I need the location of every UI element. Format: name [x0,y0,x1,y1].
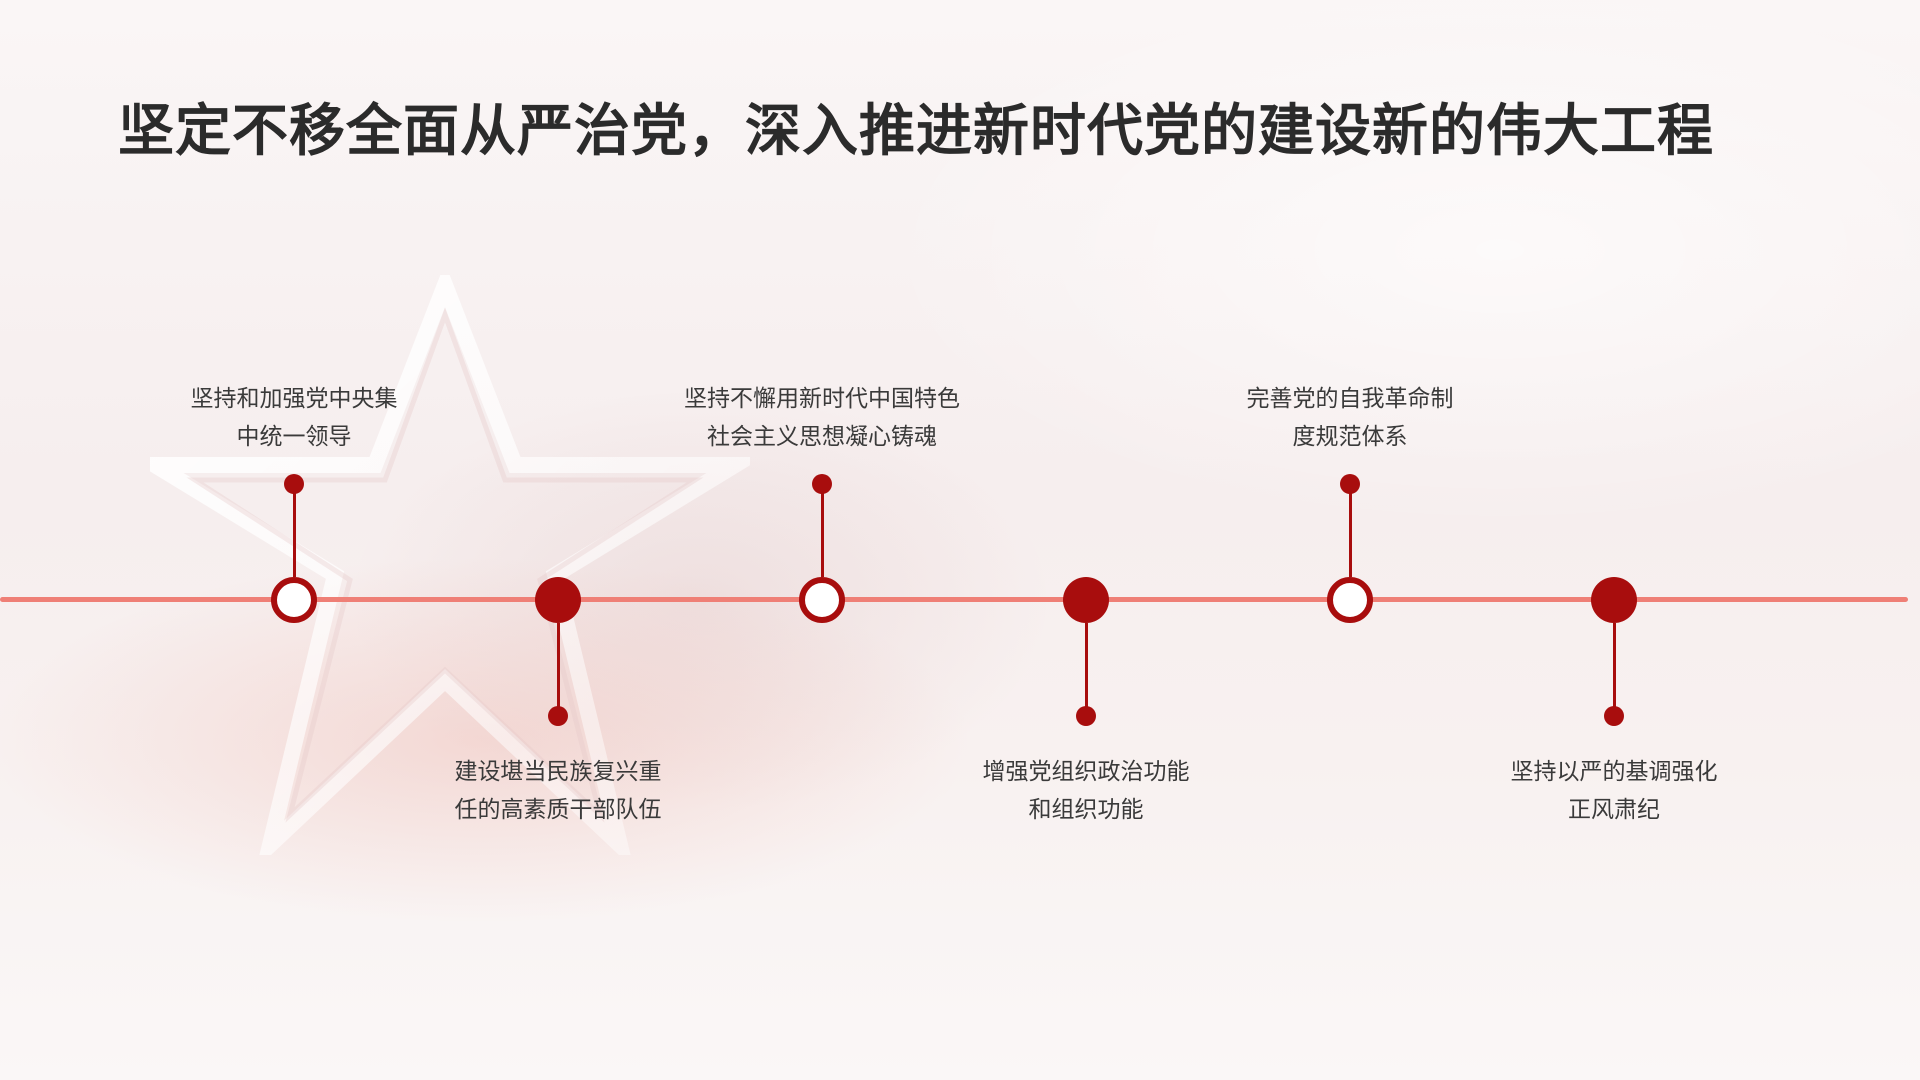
timeline-endpoint-6 [1604,706,1624,726]
timeline-label-line-2: 社会主义思想凝心铸魂 [707,424,937,450]
timeline-node-5 [1327,577,1373,623]
timeline-node-3 [799,577,845,623]
timeline-label-6: 坚持以严的基调强化正风肃纪 [1454,753,1774,829]
timeline-label-line-2: 正风肃纪 [1568,797,1660,823]
timeline-label-line-1: 坚持不懈用新时代中国特色 [684,386,960,412]
timeline-connector-1 [292,484,296,577]
timeline-node-6 [1591,577,1637,623]
timeline-connector-4 [1084,623,1088,716]
timeline-connector-2 [556,623,560,716]
timeline-node-4 [1063,577,1109,623]
timeline-connector-6 [1612,623,1616,716]
timeline-connector-5 [1348,484,1352,577]
timeline-endpoint-3 [812,474,832,494]
timeline-label-2: 建设堪当民族复兴重任的高素质干部队伍 [398,753,718,829]
timeline-label-line-1: 坚持以严的基调强化 [1510,759,1718,785]
timeline-endpoint-5 [1340,474,1360,494]
timeline-endpoint-4 [1076,706,1096,726]
timeline-label-1: 坚持和加强党中央集中统一领导 [134,380,454,456]
timeline-label-line-2: 度规范体系 [1292,424,1408,450]
timeline-label-line-2: 中统一领导 [236,424,352,450]
page-title: 坚定不移全面从严治党，深入推进新时代党的建设新的伟大工程 [118,99,1714,164]
timeline-label-line-1: 增强党组织政治功能 [982,759,1190,785]
timeline-label-line-1: 坚持和加强党中央集 [190,386,398,412]
timeline-label-line-1: 完善党的自我革命制 [1246,386,1454,412]
timeline-label-line-2: 和组织功能 [1028,797,1144,823]
timeline-node-1 [271,577,317,623]
timeline-endpoint-2 [548,706,568,726]
timeline-label-5: 完善党的自我革命制度规范体系 [1190,380,1510,456]
timeline-label-line-1: 建设堪当民族复兴重 [454,759,662,785]
timeline-label-4: 增强党组织政治功能和组织功能 [926,753,1246,829]
timeline-label-line-2: 任的高素质干部队伍 [454,797,662,823]
timeline-connector-3 [820,484,824,577]
timeline-label-3: 坚持不懈用新时代中国特色社会主义思想凝心铸魂 [662,380,982,456]
timeline-node-2 [535,577,581,623]
star-watermark [150,275,750,855]
timeline-endpoint-1 [284,474,304,494]
timeline-axis [0,597,1908,602]
